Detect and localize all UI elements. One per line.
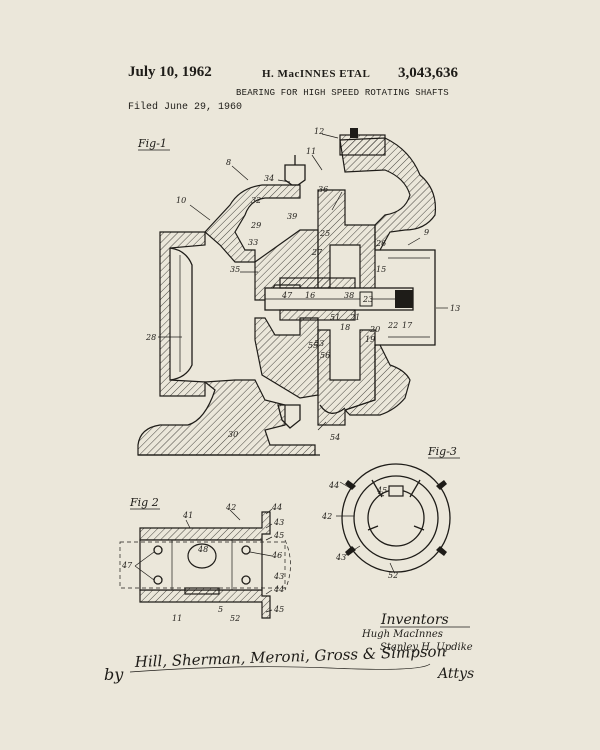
figure-3: Fig-3 44 45 42 43 52 xyxy=(321,445,460,580)
oil-hole xyxy=(187,543,217,569)
fig2-label-48: 48 xyxy=(197,545,208,554)
fig2-label-47: 47 xyxy=(121,561,133,570)
label-33: 33 xyxy=(248,238,258,247)
label-17: 17 xyxy=(402,321,413,330)
ring-inner xyxy=(367,489,425,547)
label-11: 11 xyxy=(306,147,316,156)
fig2-label-46: 46 xyxy=(271,551,282,560)
compressor-housing-top xyxy=(204,184,301,263)
label-26: 26 xyxy=(375,239,386,248)
inventor-header: H. MacINNES ETAL xyxy=(262,68,371,80)
label-10: 10 xyxy=(176,196,186,205)
label-34: 34 xyxy=(264,174,274,183)
inlet-flange xyxy=(159,231,206,397)
fig2-label-11: 11 xyxy=(172,614,182,623)
label-27: 27 xyxy=(311,248,323,257)
label-51: 51 xyxy=(330,313,340,322)
figure-1: Fig-1 xyxy=(137,127,460,456)
sleeve-top-wall xyxy=(139,511,271,541)
label-21: 21 xyxy=(349,313,360,322)
fig3-label-44: 44 xyxy=(328,481,339,490)
fig3-label-52: 52 xyxy=(388,571,398,580)
fig3-label-43: 43 xyxy=(335,553,346,562)
bearing-housing-top xyxy=(317,189,376,291)
ring-outer xyxy=(341,463,451,573)
label-23: 23 xyxy=(362,295,373,304)
label-12: 12 xyxy=(314,127,324,136)
turbine-housing-bottom xyxy=(343,344,411,416)
attorney-suffix: Attys xyxy=(436,666,474,682)
filed-date: Filed June 29, 1960 xyxy=(128,102,243,113)
label-32: 32 xyxy=(251,196,261,205)
label-19: 19 xyxy=(365,335,375,344)
fig3-label-45: 45 xyxy=(376,486,387,495)
fig2-label-43-top: 43 xyxy=(273,518,284,527)
label-22: 22 xyxy=(387,321,398,330)
patent-date: July 10, 1962 xyxy=(128,64,212,80)
bearing-sleeve-top xyxy=(279,277,356,289)
label-38: 38 xyxy=(344,291,354,300)
label-20: 20 xyxy=(369,325,380,334)
label-9: 9 xyxy=(424,228,429,237)
fig2-label-42: 42 xyxy=(225,503,236,512)
label-54: 54 xyxy=(330,433,340,442)
label-16: 16 xyxy=(305,291,315,300)
compressor-housing-bottom xyxy=(137,379,316,456)
fig1-caption: Fig-1 xyxy=(137,137,167,150)
fig2-label-41: 41 xyxy=(182,511,193,520)
label-15: 15 xyxy=(376,265,386,274)
fig2-label-45-bottom: 45 xyxy=(273,605,284,614)
fig2-label-45-top: 45 xyxy=(273,531,284,540)
fig3-caption: Fig-3 xyxy=(427,445,457,458)
fig2-label-44-top: 44 xyxy=(271,503,282,512)
label-25: 25 xyxy=(319,229,330,238)
inventor-name-1: Hugh MacInnes xyxy=(361,629,443,640)
oil-drain xyxy=(277,404,301,429)
label-28: 28 xyxy=(145,333,156,342)
label-18: 18 xyxy=(340,323,350,332)
label-13: 13 xyxy=(450,304,460,313)
inventors-heading: Inventors xyxy=(380,612,449,628)
bearing-sleeve-bottom xyxy=(279,309,356,321)
bearing-housing-bottom xyxy=(317,329,376,426)
sleeve-bottom-wall xyxy=(139,589,271,619)
label-56: 56 xyxy=(320,351,330,360)
fig2-label-5: 5 xyxy=(218,605,223,614)
inventor-name-2: Stanley H. Updike xyxy=(380,642,473,653)
label-35: 35 xyxy=(230,265,240,274)
fig2-label-44-bottom: 44 xyxy=(273,585,284,594)
shaft-nut xyxy=(395,290,413,308)
label-55: 55 xyxy=(308,341,318,350)
clamp-bolt xyxy=(339,134,386,156)
label-36: 36 xyxy=(318,185,328,194)
fig2-label-52: 52 xyxy=(230,614,240,623)
fig2-label-43-bottom: 43 xyxy=(273,572,284,581)
figure-2: Fig 2 42 41 44 43 xyxy=(119,496,291,623)
turbine-housing-top xyxy=(339,137,437,251)
label-47: 47 xyxy=(281,291,293,300)
oil-fitting xyxy=(284,164,306,186)
patent-title: BEARING FOR HIGH SPEED ROTATING SHAFTS xyxy=(236,88,449,98)
label-8: 8 xyxy=(226,158,231,167)
label-30: 30 xyxy=(228,430,238,439)
label-29: 29 xyxy=(250,221,261,230)
patent-number: 3,043,636 xyxy=(398,65,458,81)
label-53: 53 xyxy=(314,339,324,348)
fig3-label-42: 42 xyxy=(321,512,332,521)
fig2-caption: Fig 2 xyxy=(129,496,159,509)
label-39: 39 xyxy=(287,212,297,221)
attorney-prefix: by xyxy=(104,665,124,684)
backplate-lower xyxy=(254,317,319,399)
